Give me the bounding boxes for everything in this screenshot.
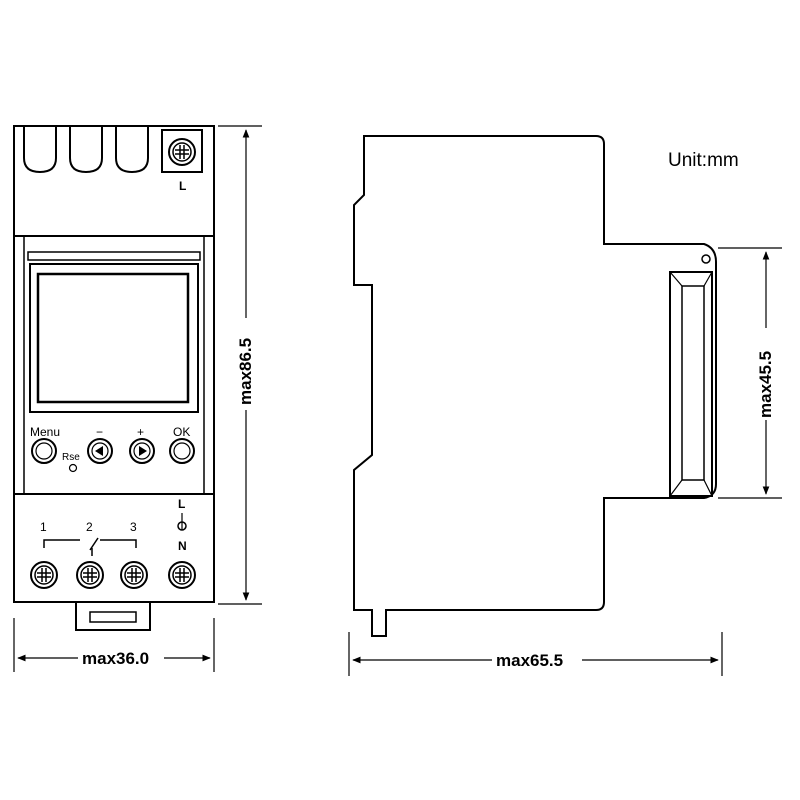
button-ok: OK: [169, 425, 195, 464]
terminal-label-1: 1: [40, 520, 47, 534]
minus-label: −: [96, 425, 103, 439]
width-dimension-label: max36.0: [82, 649, 149, 668]
terminal-screw-1-icon: [30, 561, 58, 589]
menu-label: Menu: [30, 425, 60, 439]
reset-hole-icon: [68, 463, 78, 473]
terminal-screw-2-icon: [76, 561, 104, 589]
right-arrow-icon: [139, 446, 147, 456]
height-dimension-label: max86.5: [236, 338, 255, 405]
side-latch-inner: [681, 285, 705, 481]
terminal-label-2: 2: [86, 520, 93, 534]
terminal-screw-3-icon: [120, 561, 148, 589]
button-menu: Menu: [30, 425, 60, 464]
side-release-hole-icon: [701, 254, 711, 264]
reset-label: Rse: [62, 452, 80, 463]
power-label-l: L: [178, 497, 185, 511]
side-profile-outline: [353, 135, 717, 637]
terminal-screw-n-icon: [168, 561, 196, 589]
depth-dimension-label: max65.5: [496, 651, 563, 670]
button-minus: −: [87, 425, 113, 464]
power-label-n: N: [178, 539, 187, 553]
unit-label: Unit:mm: [668, 150, 739, 171]
terminal-label-3: 3: [130, 520, 137, 534]
lcd-screen: [36, 272, 190, 404]
plus-label: +: [137, 425, 144, 439]
side-view: [353, 135, 717, 637]
cable-entry-1: [23, 126, 57, 174]
left-arrow-icon: [95, 446, 103, 456]
top-terminal-label: L: [179, 179, 186, 193]
relay-contact-symbol-icon: [43, 537, 137, 556]
cable-entry-3: [115, 126, 149, 174]
cable-entry-2: [69, 126, 103, 174]
top-l-terminal-screw-icon: [168, 138, 196, 166]
front-view: [13, 125, 215, 631]
ok-label: OK: [173, 425, 190, 439]
rail-dimension-label: max45.5: [756, 351, 775, 418]
button-plus: +: [129, 425, 155, 464]
